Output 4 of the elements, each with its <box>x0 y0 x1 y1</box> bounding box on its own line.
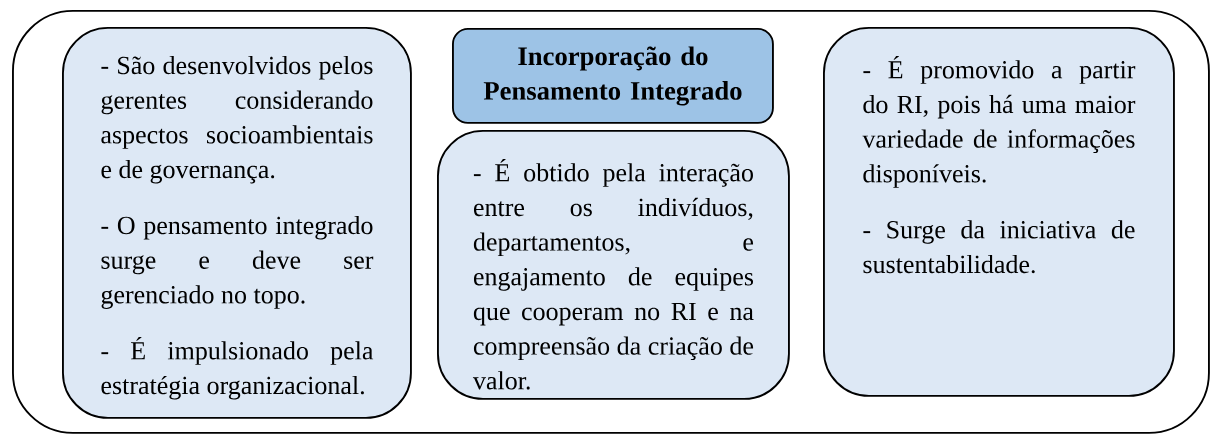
text-box: - É obtido pela interação entre os indivíduos, departamentos, e engajamento de equipes que cooperam no RI e na compreensão da criação de valor. <box>437 130 790 400</box>
text-box: - É promovido a partir do RI, pois há uma maior variedade de informações disponíveis. - Surge da iniciativa de sustentabilidade. <box>823 27 1175 397</box>
text-box: - São desenvolvidos pelos gerentes considerando aspectos socioambientais e de governança. - O pensamento integrado surge e deve ser gerenciado no topo. - É impulsionado pela estratégia organizacional. <box>62 27 412 419</box>
title-box: Incorporação do Pensamento Integrado <box>452 28 774 124</box>
